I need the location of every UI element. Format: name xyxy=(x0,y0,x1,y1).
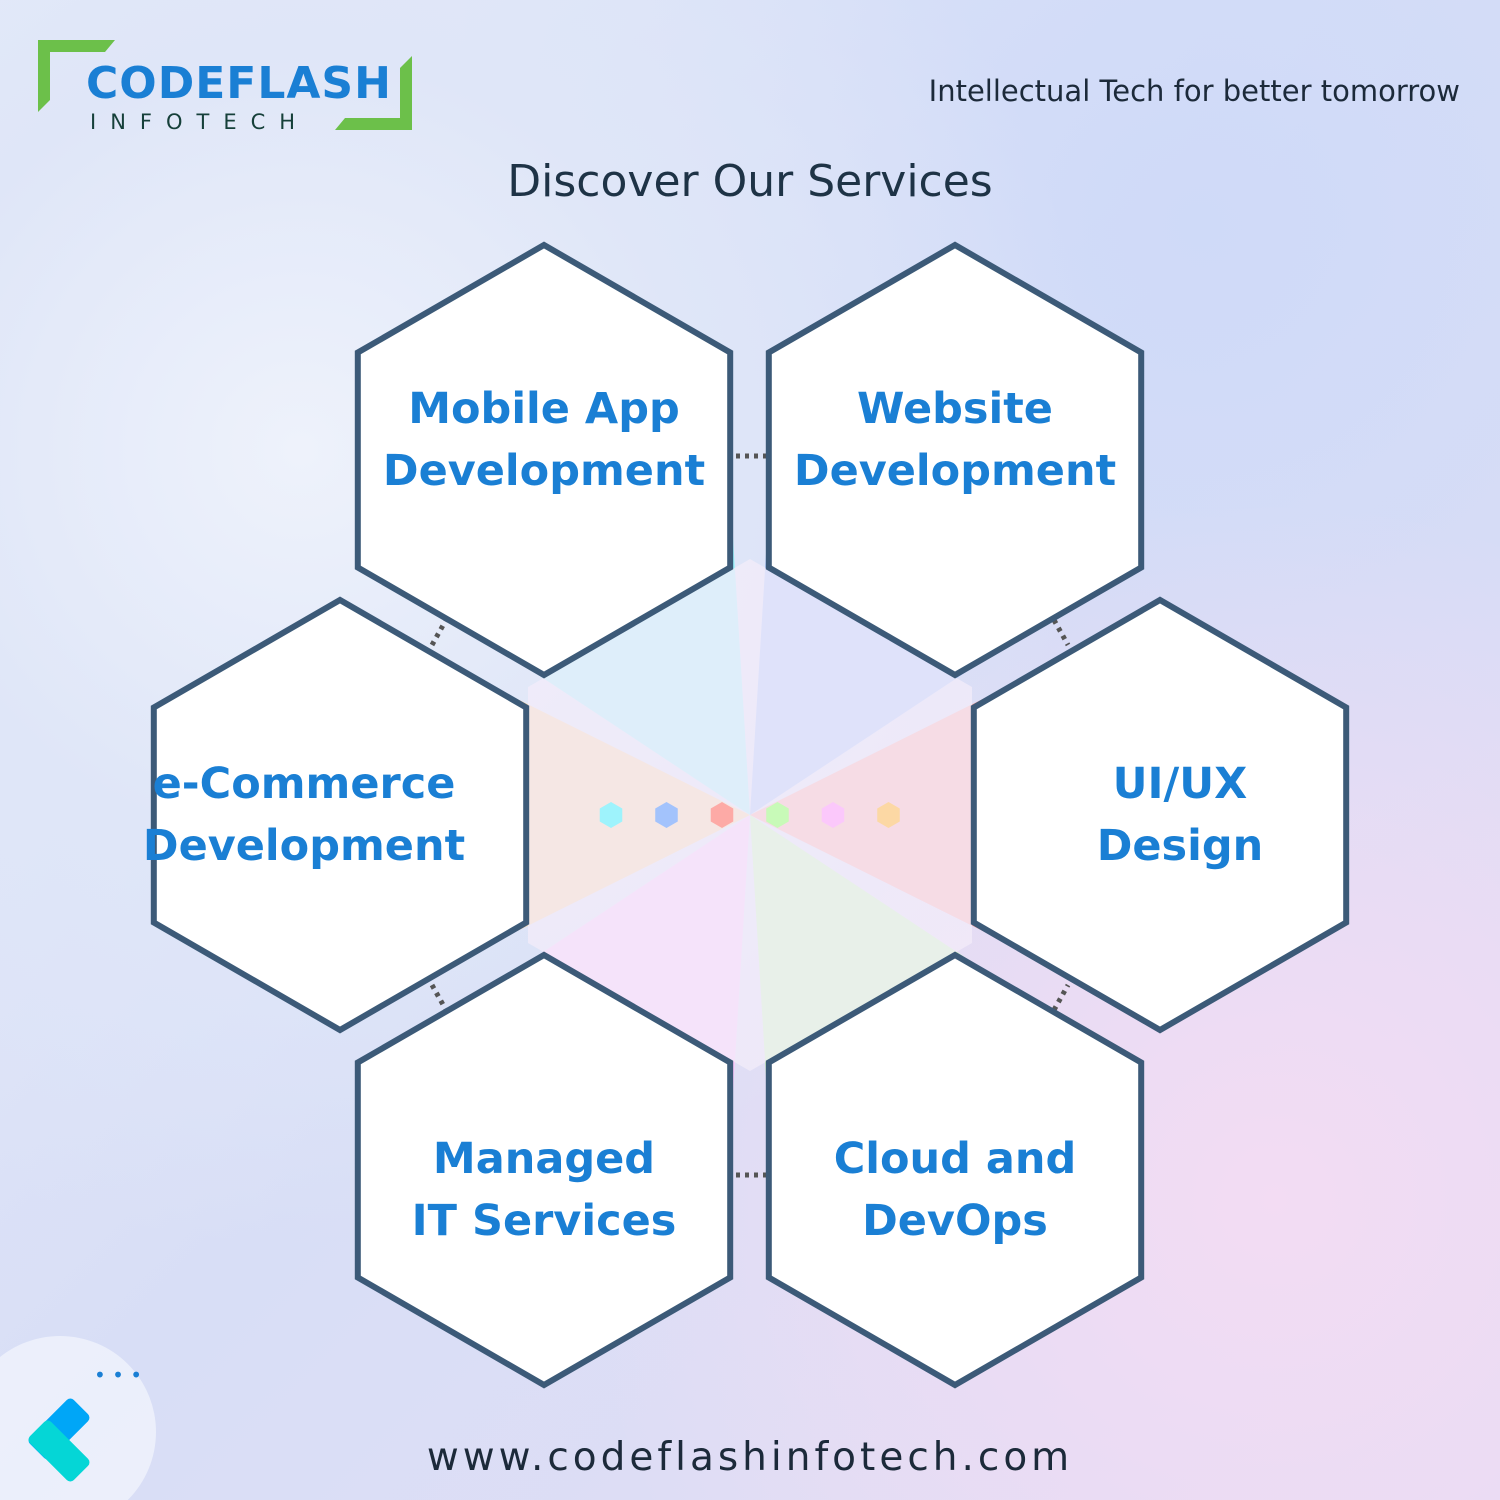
service-hexagon xyxy=(765,951,1145,1389)
logo-name: CODEFLASH xyxy=(86,58,392,109)
center-hexagon xyxy=(528,559,972,1071)
logo-subtitle: INFOTECH xyxy=(90,110,310,134)
color-dot xyxy=(599,802,623,828)
tagline: Intellectual Tech for better tomorrow xyxy=(928,74,1460,108)
connector xyxy=(1051,618,1071,647)
color-dot xyxy=(655,802,678,828)
connector xyxy=(1051,983,1071,1012)
color-dot xyxy=(877,802,900,828)
service-hexagon xyxy=(354,241,734,679)
service-hexagon xyxy=(150,596,530,1034)
back-arrow-badge: • • • xyxy=(0,1336,156,1500)
connector xyxy=(429,618,449,647)
logo-brackets xyxy=(38,40,412,130)
svg-text:• • •: • • • xyxy=(94,1363,142,1387)
service-hexagon xyxy=(354,951,734,1389)
service-hexagon xyxy=(765,241,1145,679)
service-hexagon xyxy=(970,596,1350,1034)
color-dot xyxy=(710,802,734,828)
center-dots xyxy=(599,802,900,828)
connector xyxy=(429,983,449,1012)
website-url[interactable]: www.codeflashinfotech.com xyxy=(426,1435,1074,1480)
color-dot xyxy=(766,802,789,828)
color-dot xyxy=(821,802,845,828)
page-title: Discover Our Services xyxy=(507,156,993,207)
